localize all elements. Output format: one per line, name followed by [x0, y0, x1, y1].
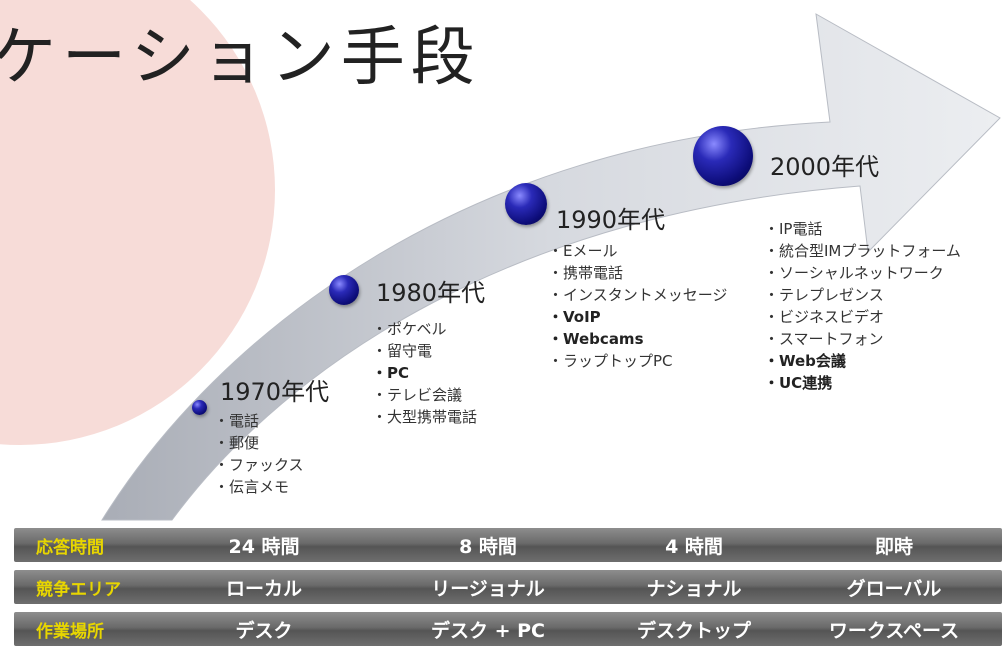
era-label-1970s: 1970年代 — [220, 378, 330, 406]
era-item: ・統合型IMプラットフォーム — [764, 242, 961, 260]
era-marker-1970s — [192, 400, 207, 415]
table-cell: 24 時間 — [228, 535, 300, 558]
table-row-workplace: 作業場所 デスク デスク + PC デスクトップ ワークスペース — [14, 612, 1002, 646]
table-cell: デスク + PC — [430, 619, 546, 642]
row-header: 応答時間 — [36, 537, 104, 558]
era-items-1990s: ・Eメール ・携帯電話 ・インスタントメッセージ ・VoIP ・Webcams … — [548, 240, 727, 372]
table-cell: ナショナル — [646, 577, 742, 600]
era-item: ・携帯電話 — [548, 264, 624, 282]
era-items-1980s: ・ポケベル ・留守電 ・PC ・テレビ会議 ・大型携帯電話 — [372, 318, 477, 428]
era-marker-1980s — [329, 275, 359, 305]
table-cell: 8 時間 — [459, 535, 517, 558]
era-item: ・スマートフォン — [764, 330, 884, 348]
table-cell: デスク — [235, 619, 293, 642]
era-item: ・VoIP — [548, 308, 601, 326]
era-item: ・PC — [372, 364, 410, 382]
timeline-arrow — [101, 13, 1001, 521]
era-label-1980s: 1980年代 — [376, 279, 486, 307]
comparison-table: 応答時間 24 時間 8 時間 4 時間 即時 競争エリア ローカル リージョナ… — [14, 528, 1002, 654]
era-item: ・ソーシャルネットワーク — [764, 264, 944, 282]
era-marker-2000s — [693, 126, 753, 186]
era-marker-1990s — [505, 183, 547, 225]
table-cell: デスクトップ — [636, 619, 751, 642]
era-label-2000s: 2000年代 — [770, 153, 880, 181]
era-item: ・伝言メモ — [214, 478, 290, 496]
era-item: ・ポケベル — [372, 320, 447, 338]
table-cell: リージョナル — [431, 577, 545, 600]
era-item: ・留守電 — [372, 342, 433, 360]
era-item: ・大型携帯電話 — [372, 408, 478, 426]
era-item: ・Webcams — [548, 330, 644, 348]
table-cell: グローバル — [846, 577, 942, 600]
table-cell: ローカル — [225, 577, 302, 600]
row-header: 競争エリア — [36, 579, 121, 600]
table-cell: ワークスペース — [828, 619, 960, 642]
era-item: ・電話 — [214, 412, 260, 430]
era-item: ・Web会議 — [764, 352, 846, 370]
era-item: ・Eメール — [548, 242, 618, 260]
era-item: ・テレビ会議 — [372, 386, 463, 404]
table-cell: 4 時間 — [665, 535, 723, 558]
era-item: ・ラップトップPC — [548, 352, 673, 370]
era-item: ・ファックス — [214, 456, 304, 474]
page-title: ケーション手段 — [0, 21, 481, 95]
era-item: ・UC連携 — [764, 374, 833, 392]
era-item: ・ビジネスビデオ — [764, 308, 885, 326]
table-row-competition-area: 競争エリア ローカル リージョナル ナショナル グローバル — [14, 570, 1002, 604]
era-item: ・郵便 — [214, 434, 260, 452]
era-item: ・IP電話 — [764, 220, 823, 238]
row-header: 作業場所 — [36, 621, 104, 642]
table-row-response-time: 応答時間 24 時間 8 時間 4 時間 即時 — [14, 528, 1002, 562]
era-items-1970s: ・電話 ・郵便 ・ファックス ・伝言メモ — [214, 410, 304, 498]
era-label-1990s: 1990年代 — [556, 206, 666, 234]
era-item: ・テレプレゼンス — [764, 286, 884, 304]
decor-circle — [0, 0, 275, 445]
era-item: ・インスタントメッセージ — [548, 286, 728, 304]
table-cell: 即時 — [874, 535, 913, 558]
era-items-2000s: ・IP電話 ・統合型IMプラットフォーム ・ソーシャルネットワーク ・テレプレゼ… — [764, 218, 961, 394]
